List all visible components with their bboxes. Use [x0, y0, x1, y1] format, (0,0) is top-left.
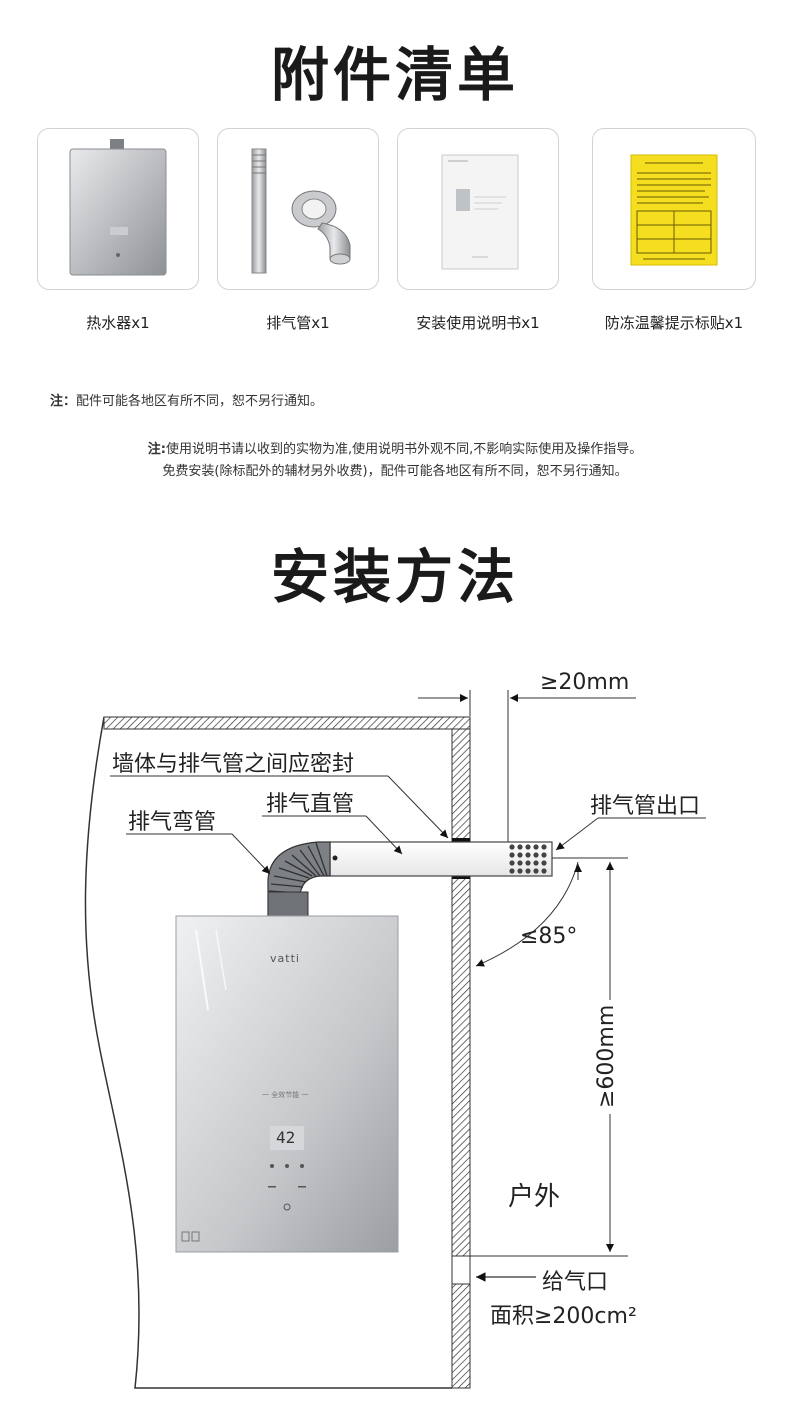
accessory-label-heater: 热水器x1	[86, 314, 150, 332]
note-2-text-2: 免费安装(除标配外的辅材另外收费)，配件可能各地区有所不同，恕不另行通知。	[162, 464, 628, 479]
section-title-installation: 安装方法	[270, 543, 519, 611]
accessory-card-manual	[397, 128, 559, 290]
note-1-text: 配件可能各地区有所不同，恕不另行通知。	[76, 394, 324, 409]
note-2-line1: 注:使用说明书请以收到的实物为准,使用说明书外观不同,不影响实际使用及操作指导。	[0, 438, 790, 457]
label-air-inlet: 给气口	[542, 1270, 609, 1295]
label-outdoor: 户外	[508, 1182, 561, 1212]
label-wall-seal: 墙体与排气管之间应密封	[112, 752, 355, 777]
accessory-label-sticker: 防冻温馨提示标贴x1	[604, 314, 744, 332]
note-1-prefix: 注：	[50, 394, 77, 409]
note-2-prefix: 注:	[147, 442, 166, 457]
section-title-accessories: 附件清单	[270, 41, 519, 109]
water-heater	[175, 891, 399, 1253]
note-2-text-1: 使用说明书请以收到的实物为准,使用说明书外观不同,不影响实际使用及操作指导。	[165, 442, 643, 457]
label-height: ≥600mm	[594, 1004, 619, 1108]
accessory-card-heater	[37, 128, 199, 290]
sticker-image	[630, 154, 718, 266]
label-clearance: ≥20mm	[540, 670, 630, 695]
straight-pipe	[329, 841, 553, 877]
heater-display: 42	[276, 1128, 296, 1147]
heater-brand: vatti	[270, 952, 300, 965]
room-outline	[84, 716, 452, 1389]
accessory-card-pipe	[217, 128, 379, 290]
air-inlet-opening	[451, 1255, 471, 1285]
label-angle: ≤85°	[520, 924, 578, 949]
outer-wall-top	[451, 728, 471, 842]
accessory-label-manual: 安装使用说明书x1	[416, 314, 540, 332]
outer-wall-middle	[451, 875, 471, 1257]
note-1: 注：配件可能各地区有所不同，恕不另行通知。	[50, 390, 323, 409]
label-straight-pipe: 排气直管	[266, 792, 355, 817]
manual-image	[441, 154, 519, 270]
label-outlet: 排气管出口	[590, 794, 701, 819]
accessory-card-sticker	[592, 128, 756, 290]
outlet-holes	[509, 844, 547, 874]
exhaust-pipe-image	[251, 148, 351, 274]
accessory-label-pipe: 排气管x1	[266, 314, 330, 332]
heater-mode-label: 一 全效节能 一	[262, 1091, 309, 1099]
ceiling-wall	[103, 716, 471, 730]
water-heater-image	[69, 139, 167, 276]
label-elbow-pipe: 排气弯管	[128, 810, 217, 835]
label-area: 面积≥200cm²	[490, 1304, 637, 1329]
outer-wall-bottom	[451, 1283, 471, 1389]
